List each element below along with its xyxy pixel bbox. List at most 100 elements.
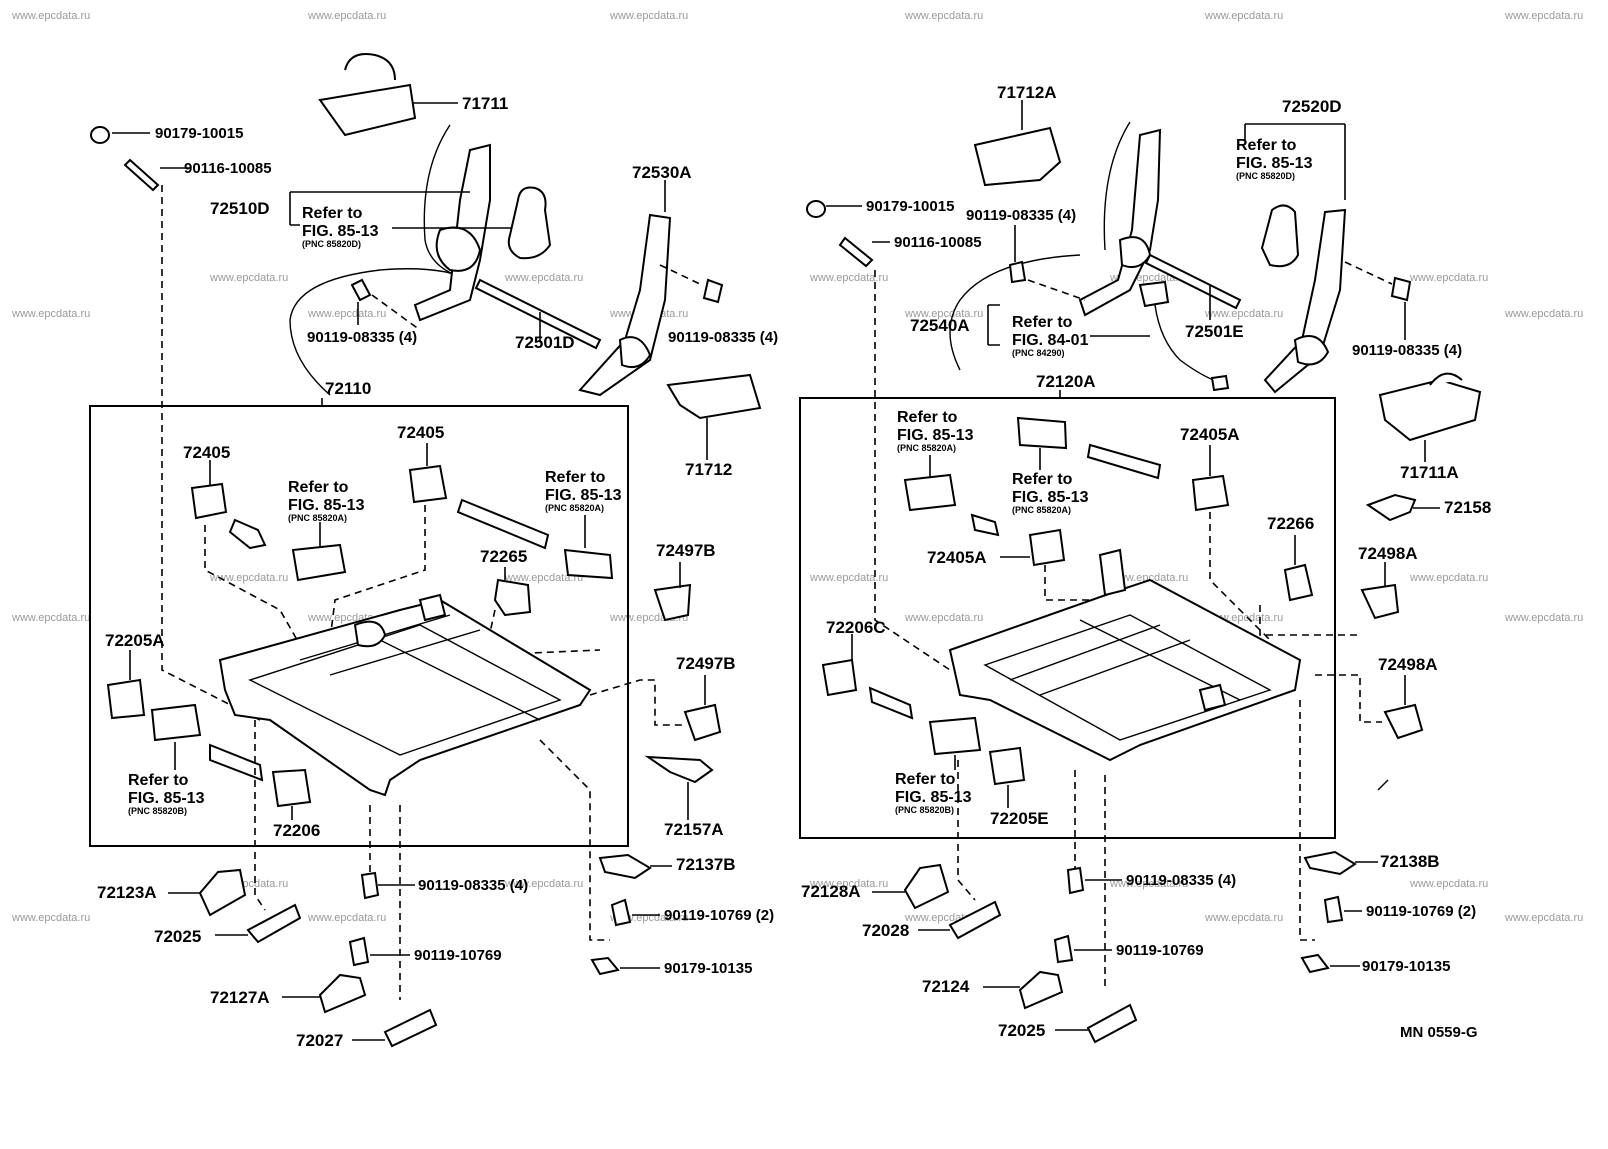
cover-72138B (1303, 850, 1357, 876)
part-label-72127A: 72127A (210, 988, 270, 1007)
part-label-72205E: 72205E (990, 809, 1049, 828)
bracket-72157A (644, 755, 714, 784)
refer-pnc: (PNC 85820A) (288, 513, 347, 523)
part-label-90119-10769: 90119-10769 (414, 947, 502, 964)
part-label-90119-08335-lower: 90119-08335 (4) (1126, 872, 1236, 889)
part-label-72025: 72025 (154, 927, 201, 946)
screw-shaft-right (970, 513, 1000, 537)
refer-pnc: (PNC 85820A) (545, 503, 604, 513)
bracket-72025-right (1086, 1003, 1138, 1044)
refer-to-text: Refer to (897, 409, 958, 426)
guide-line (483, 609, 601, 656)
seatback-outline (423, 124, 471, 281)
part-label-72405-top: 72405 (397, 423, 444, 442)
part-label-72501E: 72501E (1185, 322, 1244, 341)
guide-line (957, 760, 976, 901)
bolt-icon (1053, 934, 1074, 964)
part-label-72138B: 72138B (1380, 852, 1440, 871)
watermark: www.epcdata.ru (11, 912, 90, 924)
frame-rail-outer (948, 578, 1302, 762)
part-label-72027: 72027 (296, 1031, 343, 1050)
part-label-72120A: 72120A (1036, 372, 1096, 391)
recliner-mechanism (435, 226, 482, 272)
part-label-90179-10135: 90179-10135 (664, 960, 752, 977)
refer-to-text: Refer to (288, 479, 349, 496)
drive-motor-lower (150, 703, 202, 742)
refer-to-text: Refer to (545, 469, 606, 486)
bolt-icon (702, 278, 724, 304)
part-label-72206: 72206 (273, 821, 320, 840)
trim-cover-71712 (666, 373, 762, 420)
watermarks: www.epcdata.ru www.epcdata.ru www.epcdat… (11, 10, 1583, 924)
refer-pnc: (PNC 85820A) (897, 443, 956, 453)
bracket-72266 (1283, 563, 1314, 602)
bolt-icon (348, 936, 370, 967)
guide-line (589, 679, 682, 726)
guide-line (254, 720, 266, 911)
screw-rod (456, 498, 550, 550)
part-label-72128A: 72128A (801, 882, 861, 901)
diagram-code: MN 0559-G (1400, 1024, 1478, 1041)
wire-harness-cable (1154, 304, 1219, 383)
frame-bracket (418, 593, 447, 622)
part-label-71711: 71711 (462, 94, 508, 113)
guide-line (329, 505, 426, 641)
watermark: www.epcdata.ru (209, 272, 288, 284)
refer-to-text: Refer to (128, 772, 189, 789)
recline-motor (507, 186, 552, 260)
seat-outline (289, 268, 471, 396)
refer-pnc: (PNC 85820D) (1236, 171, 1295, 181)
bracket-72498A-lower (1383, 703, 1424, 740)
refer-fig: FIG. 85-13 (895, 789, 972, 806)
refer-to-text: Refer to (1236, 137, 1297, 154)
frame-gear (353, 620, 387, 648)
watermark: www.epcdata.ru (1204, 308, 1283, 320)
watermark: www.epcdata.ru (1409, 878, 1488, 890)
cover-72123A (198, 868, 247, 917)
rod-72501D (474, 278, 602, 350)
watermark: www.epcdata.ru (504, 572, 583, 584)
bolt-icon (610, 898, 632, 927)
guide-line (1209, 512, 1271, 641)
watermark: www.epcdata.ru (1504, 612, 1583, 624)
leader-bracket (289, 191, 470, 226)
part-label-72206C: 72206C (826, 618, 886, 637)
refer-fig: FIG. 85-13 (1236, 155, 1313, 172)
watermark: www.epcdata.ru (307, 10, 386, 22)
refer-fig: FIG. 85-13 (545, 487, 622, 504)
trim-cover-loop (344, 53, 396, 81)
adjuster-nut-72405 (190, 482, 228, 520)
part-label-90119-08335-right: 90119-08335 (4) (1352, 342, 1462, 359)
part-label-72405: 72405 (183, 443, 230, 462)
tick-mark (1377, 779, 1389, 791)
part-label-90119-08335: 90119-08335 (4) (966, 207, 1076, 224)
bracket-72498A (1360, 583, 1400, 620)
seatback-outline (1103, 121, 1131, 251)
cover-72124 (1018, 970, 1064, 1010)
drive-motor-right-top (1016, 416, 1068, 450)
leader-bracket (1244, 123, 1346, 200)
bracket-72158 (1365, 493, 1417, 522)
assembly-box-72120A (799, 397, 1336, 839)
watermark: www.epcdata.ru (11, 612, 90, 624)
stud-bolt-icon (838, 236, 874, 268)
watermark: www.epcdata.ru (209, 572, 288, 584)
part-label-90179-10135: 90179-10135 (1362, 958, 1450, 975)
trim-cover-71712A (973, 126, 1062, 187)
drive-motor-right-lower (928, 716, 982, 756)
screw-rod-right (1086, 443, 1162, 480)
refer-fig: FIG. 85-13 (128, 790, 205, 807)
watermark: www.epcdata.ru (1204, 912, 1283, 924)
refer-fig: FIG. 85-13 (1012, 489, 1089, 506)
nut-clip-icon (1300, 953, 1330, 974)
trim-cover-71711A (1378, 378, 1482, 442)
part-label-90116-10085: 90116-10085 (894, 234, 982, 251)
cover-72127A (318, 973, 367, 1014)
part-label-71712: 71712 (685, 460, 732, 479)
recline-motor-right (1260, 204, 1300, 268)
part-label-90119-08335: 90119-08335 (4) (307, 329, 417, 346)
watermark: www.epcdata.ru (809, 878, 888, 890)
adjuster-nut-72405A (1191, 474, 1230, 512)
part-label-90119-08335-right: 90119-08335 (4) (668, 329, 778, 346)
